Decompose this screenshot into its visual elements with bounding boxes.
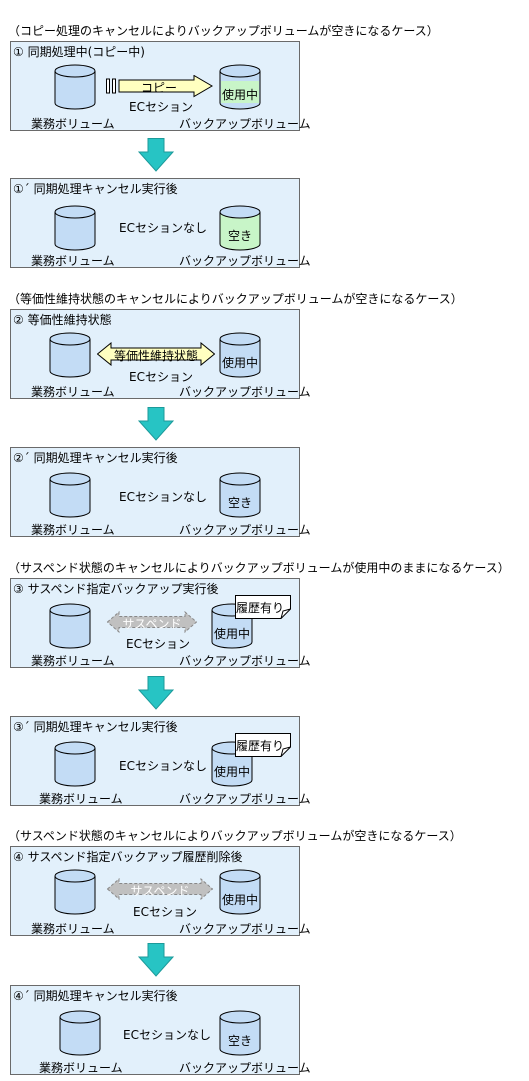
backup-volume-cylinder: 空き <box>219 472 261 518</box>
panel-4: ④ サスペンド指定バックアップ履歴削除後 使用中 サスペンド ECセション 業務… <box>10 846 311 936</box>
business-volume-cylinder <box>49 603 91 649</box>
volume-status: 使用中 <box>221 356 258 370</box>
panel-2b: ②´ 同期処理キャンセル実行後 空き ECセションなし 業務ボリューム バックア… <box>10 447 311 537</box>
down-arrow <box>138 943 174 977</box>
business-volume-cylinder <box>54 869 96 915</box>
volume-status: 空き <box>227 496 252 510</box>
ec-session-label: ECセション <box>129 370 193 384</box>
backup-volume-label: バックアップボリューム <box>179 117 311 131</box>
panel-title: ④´ 同期処理キャンセル実行後 <box>13 989 178 1003</box>
backup-volume-label: バックアップボリューム <box>179 1061 311 1075</box>
panel-title: ②´ 同期処理キャンセル実行後 <box>13 451 178 465</box>
copy-arrow <box>106 75 213 98</box>
backup-volume-label: バックアップボリューム <box>179 654 311 668</box>
backup-volume-cylinder: 空き <box>219 205 261 251</box>
volume-status: 空き <box>227 1034 252 1048</box>
history-note: 履歴有り <box>235 595 291 619</box>
ec-session-label: ECセション <box>129 100 193 114</box>
backup-volume-cylinder: 使用中 <box>219 332 261 378</box>
backup-volume-label: バックアップボリューム <box>179 523 311 537</box>
suspend-arrow <box>107 878 213 900</box>
panel-2: ② 等価性維持状態 使用中 等価性維持状態 ECセション 業務ボリューム バック… <box>10 309 311 399</box>
business-volume-label: 業務ボリューム <box>31 523 115 537</box>
panel-title: ④ サスペンド指定バックアップ履歴削除後 <box>13 850 243 864</box>
copy-label: コピー <box>140 81 177 95</box>
volume-status: 使用中 <box>213 765 250 779</box>
backup-volume-label: バックアップボリューム <box>179 792 311 806</box>
business-volume-label: 業務ボリューム <box>31 385 115 399</box>
panel-4b: ④´ 同期処理キャンセル実行後 空き ECセションなし 業務ボリューム バックア… <box>10 985 311 1075</box>
business-volume-label: 業務ボリューム <box>39 1061 123 1075</box>
ec-session-label: ECセション <box>133 905 197 919</box>
panel-title: ③ サスペンド指定バックアップ実行後 <box>13 582 219 596</box>
business-volume-cylinder <box>49 332 91 378</box>
case-heading-1: （コピー処理のキャンセルによりバックアップボリュームが空きになるケース） <box>8 24 439 38</box>
backup-volume-cylinder: 使用中 <box>219 64 261 110</box>
panel-title: ① 同期処理中(コピー中) <box>13 45 145 59</box>
ec-session-label: ECセション <box>126 637 190 651</box>
volume-status: 使用中 <box>213 627 250 641</box>
history-note: 履歴有り <box>235 733 291 757</box>
business-volume-cylinder <box>59 1010 101 1056</box>
panel-3: ③ サスペンド指定バックアップ実行後 使用中 履歴有り サスペンド ECセション… <box>10 578 311 668</box>
volume-status: 空き <box>227 229 252 243</box>
backup-volume-cylinder: 使用中 <box>211 603 253 649</box>
suspend-label: サスペンド <box>130 884 190 898</box>
business-volume-cylinder <box>54 741 96 787</box>
case-heading-3: （サスペンド状態のキャンセルによりバックアップボリュームが使用中のままになるケー… <box>8 561 510 575</box>
panel-title: ③´ 同期処理キャンセル実行後 <box>13 720 178 734</box>
business-volume-label: 業務ボリューム <box>31 654 115 668</box>
history-label: 履歴有り <box>235 739 284 753</box>
equivalency-arrow <box>97 342 215 366</box>
volume-status: 使用中 <box>221 88 258 102</box>
backup-volume-label: バックアップボリューム <box>179 254 311 268</box>
down-arrow <box>138 676 174 710</box>
case-heading-2: （等価性維持状態のキャンセルによりバックアップボリュームが空きになるケース） <box>8 292 463 306</box>
suspend-label: サスペンド <box>122 617 182 631</box>
no-ec-session-label: ECセションなし <box>119 221 207 235</box>
business-volume-cylinder <box>54 64 96 110</box>
backup-volume-cylinder: 使用中 <box>219 869 261 915</box>
panel-title: ② 等価性維持状態 <box>13 313 112 327</box>
down-arrow <box>138 138 174 172</box>
equivalency-label: 等価性維持状態 <box>113 349 198 363</box>
panel-1: ① 同期処理中(コピー中) 使用中 コピー ECセション 業務ボリューム バック… <box>10 41 311 131</box>
business-volume-cylinder <box>49 472 91 518</box>
business-volume-label: 業務ボリューム <box>31 922 115 936</box>
business-volume-label: 業務ボリューム <box>31 254 115 268</box>
business-volume-cylinder <box>54 205 96 251</box>
panel-3b: ③´ 同期処理キャンセル実行後 使用中 履歴有り ECセションなし 業務ボリュー… <box>10 716 311 806</box>
no-ec-session-label: ECセションなし <box>119 490 207 504</box>
backup-volume-label: バックアップボリューム <box>179 385 311 399</box>
panel-title: ①´ 同期処理キャンセル実行後 <box>13 182 178 196</box>
suspend-arrow <box>107 611 197 633</box>
business-volume-label: 業務ボリューム <box>31 117 115 131</box>
history-label: 履歴有り <box>235 601 284 615</box>
no-ec-session-label: ECセションなし <box>123 1028 211 1042</box>
case-heading-4: （サスペンド状態のキャンセルによりバックアップボリュームが空きになるケース） <box>8 829 462 843</box>
backup-volume-label: バックアップボリューム <box>179 922 311 936</box>
volume-status: 使用中 <box>221 893 258 907</box>
panel-1b: ①´ 同期処理キャンセル実行後 空き ECセションなし 業務ボリューム バックア… <box>10 178 311 268</box>
business-volume-label: 業務ボリューム <box>39 792 123 806</box>
backup-volume-cylinder: 空き <box>219 1010 261 1056</box>
down-arrow <box>138 407 174 441</box>
no-ec-session-label: ECセションなし <box>119 759 207 773</box>
